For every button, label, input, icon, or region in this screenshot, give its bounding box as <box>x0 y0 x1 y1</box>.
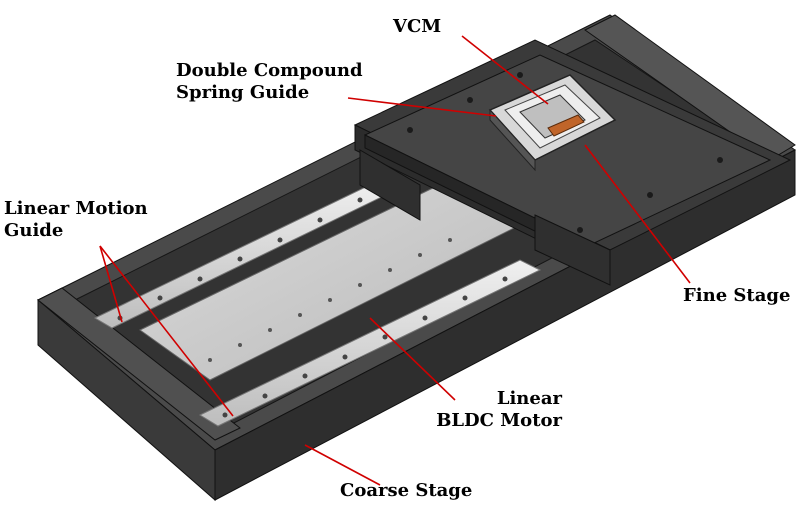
base-end-wall-left <box>37 287 241 441</box>
carriage-end-block <box>534 214 611 286</box>
spring-guide-base <box>489 108 536 172</box>
leader-vcm <box>461 35 549 105</box>
leader-bldc-motor <box>369 317 456 401</box>
leader-lines <box>99 35 691 486</box>
label-spring-guide: Double Compound Spring Guide <box>176 60 363 104</box>
label-coarse-stage-text: Coarse Stage <box>340 480 473 501</box>
linear-rails <box>93 179 542 427</box>
label-linear-motion-guide: Linear Motion Guide <box>4 198 148 242</box>
fine-stage-carriage <box>353 39 792 286</box>
label-spring-guide-line1: Double Compound <box>176 60 363 81</box>
base-end-wall-right <box>584 14 796 161</box>
label-fine-stage-text: Fine Stage <box>683 285 791 306</box>
label-spring-guide-line2: Spring Guide <box>176 82 310 103</box>
leader-fine-stage <box>584 144 691 284</box>
label-vcm: VCM <box>393 16 441 38</box>
label-linear-bldc-motor: Linear BLDC Motor <box>412 388 562 432</box>
label-linear-bldc-motor-line2: BLDC Motor <box>436 410 562 431</box>
vcm-assembly <box>488 74 617 172</box>
leader-linear-guide-lower <box>99 245 234 417</box>
leader-spring-guide <box>347 97 497 117</box>
leader-coarse-stage <box>304 444 381 486</box>
label-coarse-stage: Coarse Stage <box>340 480 472 502</box>
label-linear-motion-guide-line1: Linear Motion <box>4 198 148 219</box>
rail-lower <box>198 259 542 427</box>
label-linear-bldc-motor-line1: Linear <box>496 388 562 409</box>
base-left-face <box>37 298 216 502</box>
label-fine-stage: Fine Stage <box>683 285 790 307</box>
vcm-coil <box>547 114 585 137</box>
leader-linear-guide-upper <box>99 245 123 323</box>
carriage-side-block <box>359 149 421 221</box>
label-vcm-text: VCM <box>393 16 442 37</box>
label-linear-motion-guide-line2: Guide <box>4 220 64 241</box>
